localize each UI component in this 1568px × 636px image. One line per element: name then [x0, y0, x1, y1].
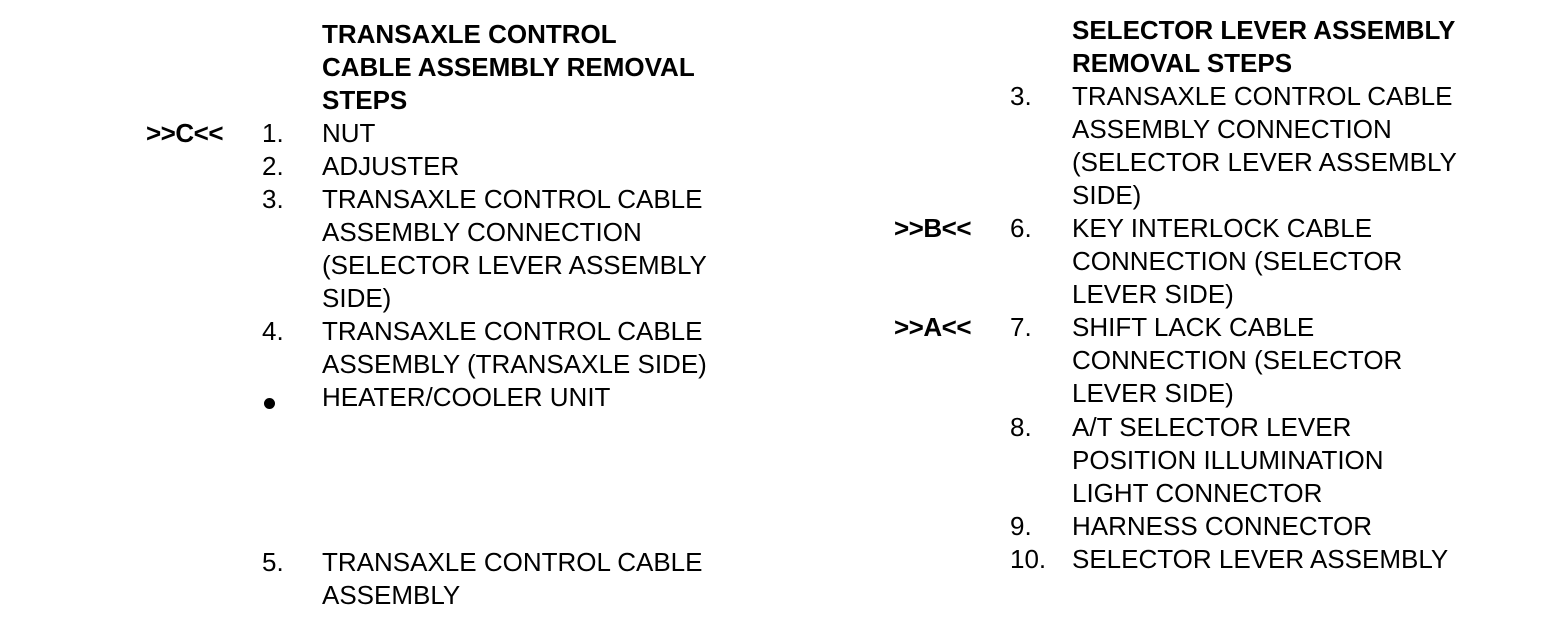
left-item-3-text-line-1: TRANSAXLE CONTROL CABLE [322, 184, 703, 214]
right-item-9-number: 9. [1010, 511, 1032, 541]
right-item-7-text-line-3: LEVER SIDE) [1072, 378, 1234, 408]
right-item-7-text-line-1: SHIFT LACK CABLE [1072, 312, 1315, 342]
left-column-heading-line-3: STEPS [322, 85, 408, 115]
right-item-7-number: 7. [1010, 312, 1032, 342]
right-item-9-text-line-1: HARNESS CONNECTOR [1072, 511, 1373, 541]
right-item-3-number: 3. [1010, 81, 1032, 111]
right-item-7-text-line-2: CONNECTION (SELECTOR [1072, 345, 1403, 375]
left-item-3-number: 3. [262, 184, 284, 214]
right-item-6-number: 6. [1010, 213, 1032, 243]
left-item-2-number: 2. [262, 151, 284, 181]
right-item-8-text-line-3: LIGHT CONNECTOR [1072, 478, 1323, 508]
right-item-6-text-line-1: KEY INTERLOCK CABLE [1072, 213, 1373, 243]
right-item-6-text-line-2: CONNECTION (SELECTOR [1072, 246, 1403, 276]
right-item-3-text-line-4: SIDE) [1072, 180, 1142, 210]
left-item-5-text-line-2: ASSEMBLY [322, 580, 461, 610]
left-item-3-text-line-4: SIDE) [322, 283, 392, 313]
left-item-4-text-line-2: ASSEMBLY (TRANSAXLE SIDE) [322, 349, 707, 379]
left-item-1-number: 1. [262, 118, 284, 148]
left-column-heading-line-2: CABLE ASSEMBLY REMOVAL [322, 52, 695, 82]
left-item-4-number: 4. [262, 316, 284, 346]
left-item-2-text-line-1: ADJUSTER [322, 151, 460, 181]
right-item-6-text-line-3: LEVER SIDE) [1072, 279, 1234, 309]
right-item-8-number: 8. [1010, 412, 1032, 442]
right-item-10-text-line-1: SELECTOR LEVER ASSEMBLY [1072, 544, 1449, 574]
right-item-10-number: 10. [1010, 544, 1047, 574]
left-bullet-item-text-line-1: HEATER/COOLER UNIT [322, 382, 611, 412]
reference-marker-c: >>C<< [146, 118, 224, 148]
left-column-heading-line-1: TRANSAXLE CONTROL [322, 19, 617, 49]
reference-marker-a: >>A<< [894, 312, 972, 342]
right-item-3-text-line-2: ASSEMBLY CONNECTION [1072, 114, 1392, 144]
right-item-8-text-line-2: POSITION ILLUMINATION [1072, 445, 1384, 475]
left-item-3-text-line-2: ASSEMBLY CONNECTION [322, 217, 642, 247]
left-item-3-text-line-3: (SELECTOR LEVER ASSEMBLY [322, 250, 707, 280]
right-item-8-text-line-1: A/T SELECTOR LEVER [1072, 412, 1352, 442]
bullet-point-icon [264, 398, 275, 409]
left-item-4-text-line-1: TRANSAXLE CONTROL CABLE [322, 316, 703, 346]
right-item-3-text-line-3: (SELECTOR LEVER ASSEMBLY [1072, 147, 1457, 177]
left-item-5-number: 5. [262, 547, 284, 577]
reference-marker-b: >>B<< [894, 213, 972, 243]
left-item-1-text-line-1: NUT [322, 118, 376, 148]
right-item-3-text-line-1: TRANSAXLE CONTROL CABLE [1072, 81, 1453, 111]
left-item-5-text-line-1: TRANSAXLE CONTROL CABLE [322, 547, 703, 577]
right-column-heading-line-1: SELECTOR LEVER ASSEMBLY [1072, 15, 1456, 45]
right-column-heading-line-2: REMOVAL STEPS [1072, 48, 1293, 78]
